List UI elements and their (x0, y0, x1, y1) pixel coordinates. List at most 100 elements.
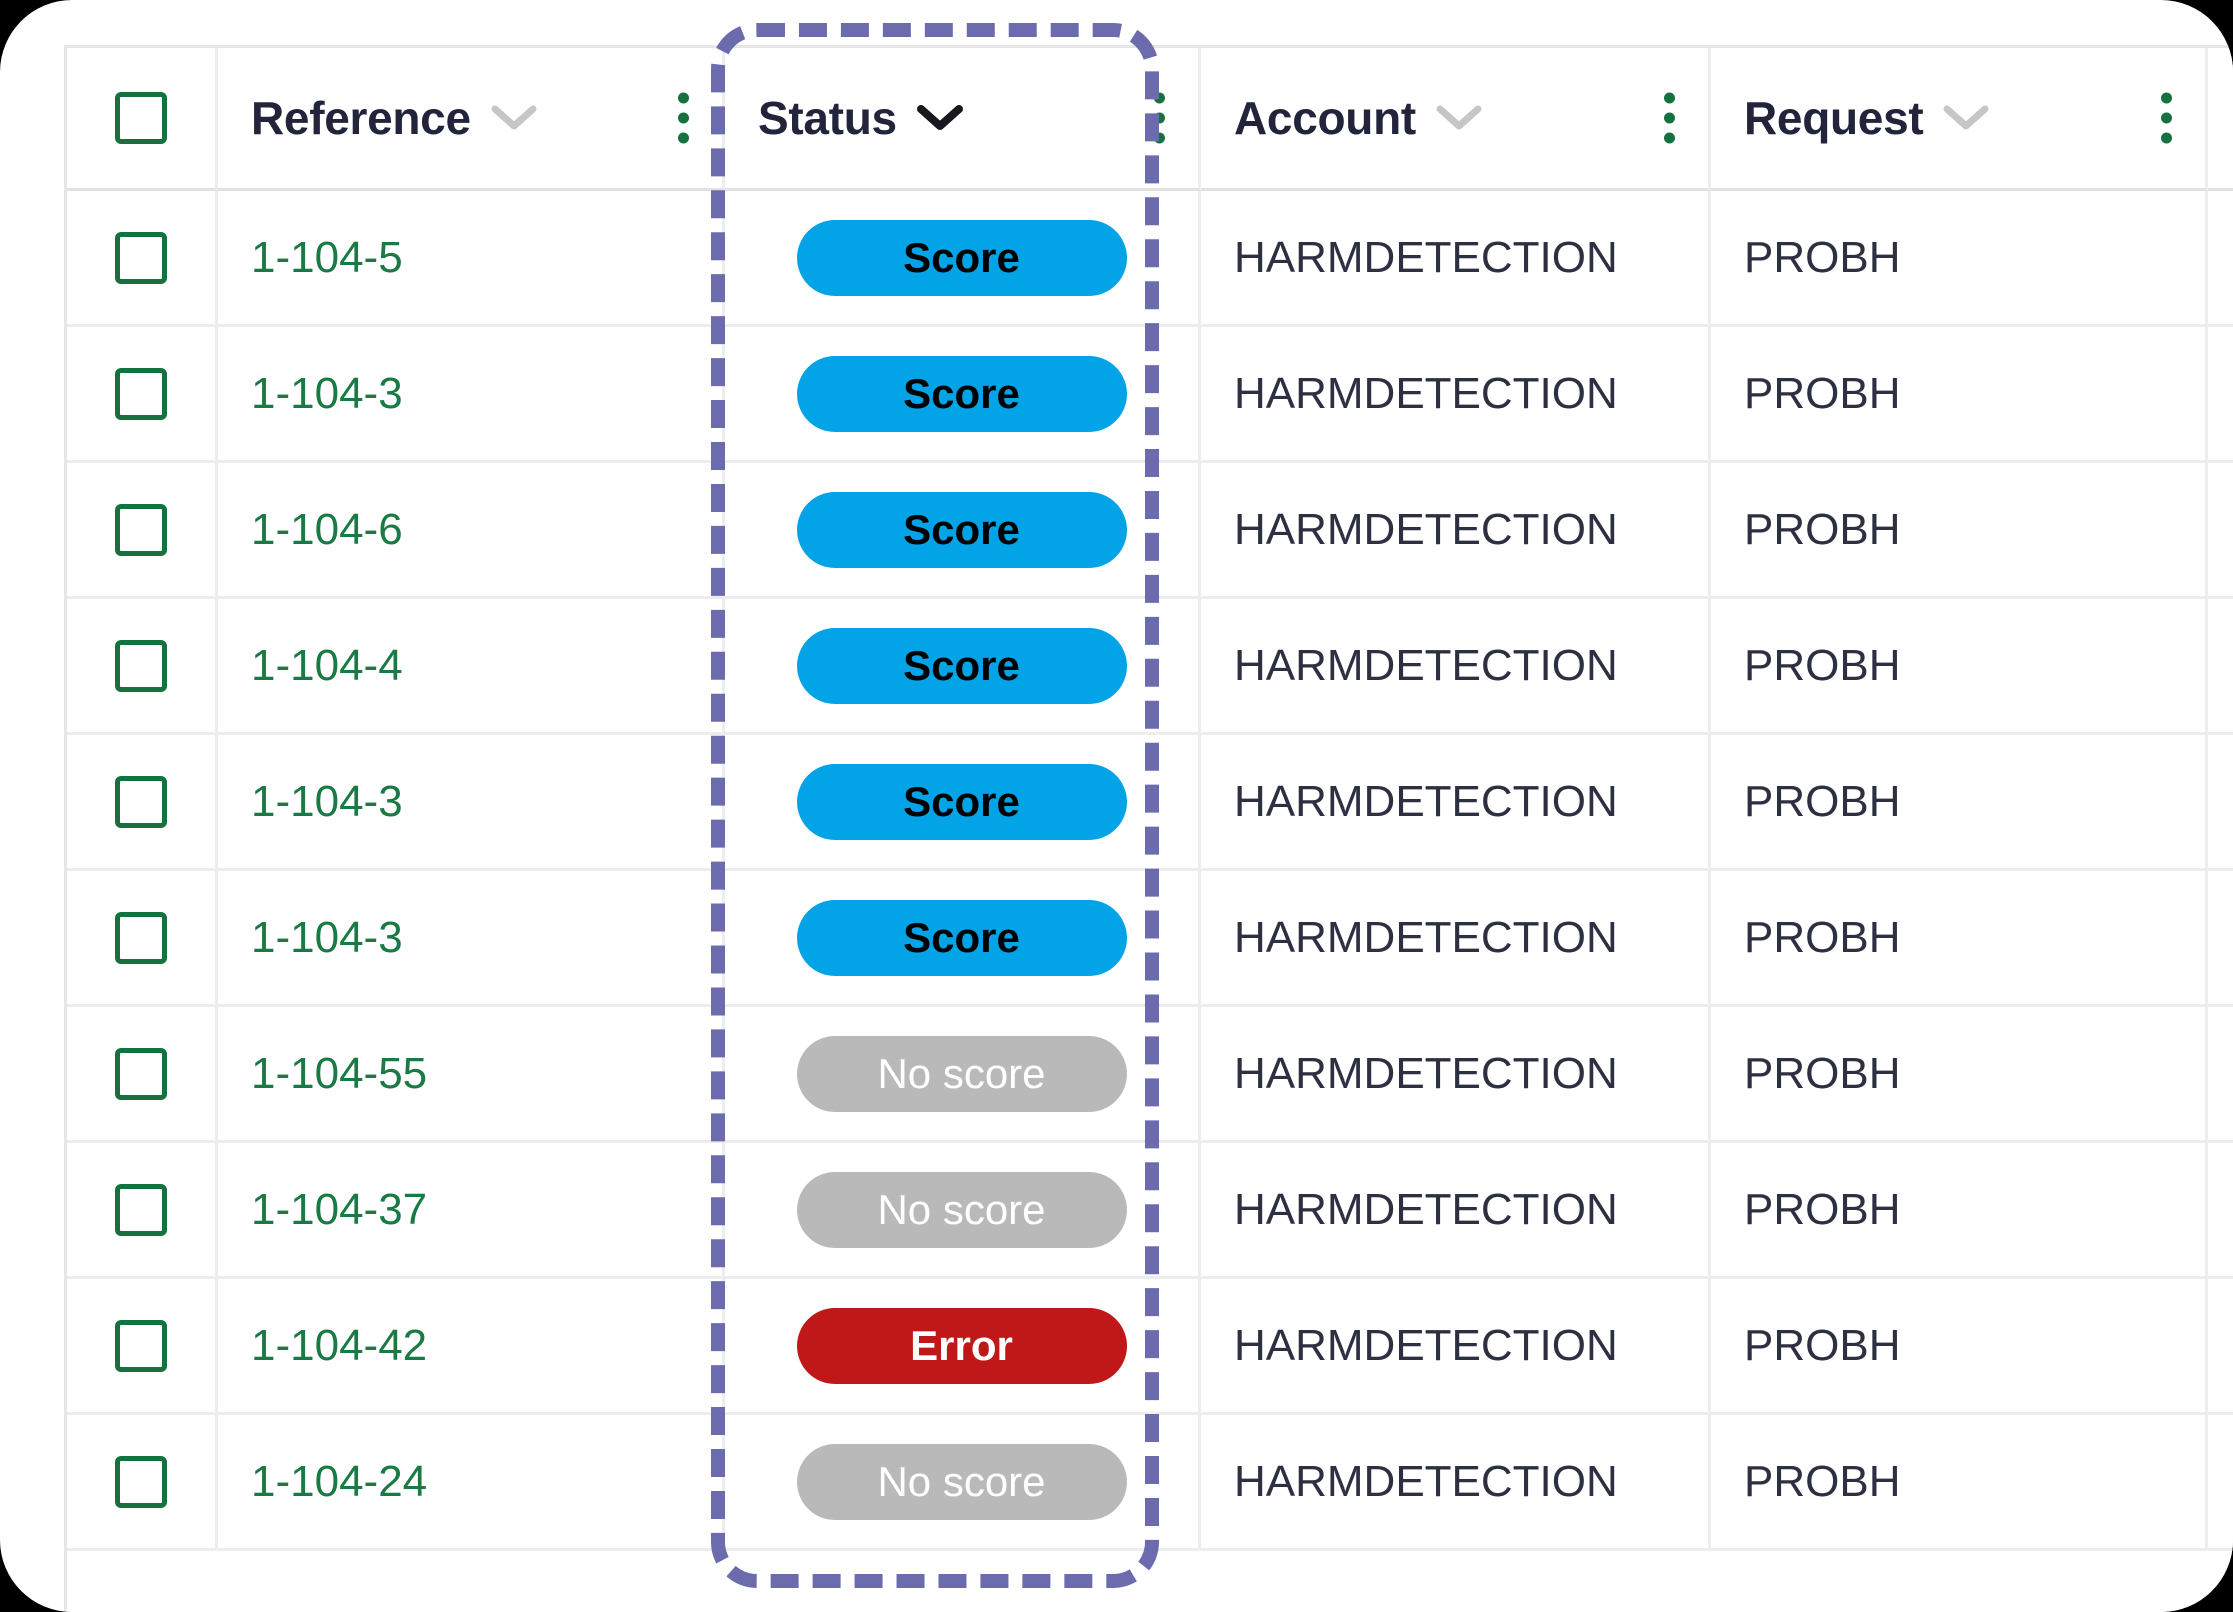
cell-status[interactable]: No score (725, 1007, 1201, 1143)
row-select-checkbox[interactable] (115, 503, 167, 556)
select-all-cell[interactable] (67, 48, 218, 191)
cell-status[interactable]: Score (725, 599, 1201, 735)
row-select-checkbox[interactable] (115, 775, 167, 828)
status-pill-score[interactable]: Score (796, 899, 1127, 976)
reference-link[interactable]: 1-104-5 (251, 232, 403, 282)
status-pill-noscore[interactable]: No score (796, 1035, 1127, 1112)
row-select-cell[interactable] (67, 1279, 218, 1415)
status-pill-score[interactable]: Score (796, 219, 1127, 296)
row-select-checkbox[interactable] (115, 367, 167, 420)
row-select-cell[interactable] (67, 327, 218, 463)
cell-reference[interactable]: 1-104-3 (218, 735, 725, 871)
status-pill-error[interactable]: Error (796, 1307, 1127, 1384)
account-value: HARMDETECTION (1234, 640, 1618, 690)
column-menu-account[interactable] (1664, 92, 1675, 144)
row-select-checkbox[interactable] (115, 911, 167, 964)
reference-link[interactable]: 1-104-3 (251, 912, 403, 962)
cell-status[interactable]: Score (725, 327, 1201, 463)
column-header-reference[interactable]: Reference (218, 48, 725, 191)
cell-request: PROBH (1711, 191, 2208, 327)
cell-status[interactable]: Score (725, 191, 1201, 327)
cell-overflow (2208, 327, 2233, 463)
cell-status[interactable]: Score (725, 871, 1201, 1007)
status-pill-score[interactable]: Score (796, 627, 1127, 704)
row-select-checkbox[interactable] (115, 1455, 167, 1508)
request-value: PROBH (1744, 1456, 1901, 1506)
chevron-down-icon[interactable] (491, 104, 537, 132)
status-pill-score[interactable]: Score (796, 355, 1127, 432)
account-value: HARMDETECTION (1234, 1184, 1618, 1234)
status-pill-score[interactable]: Score (796, 491, 1127, 568)
reference-link[interactable]: 1-104-3 (251, 776, 403, 826)
row-select-cell[interactable] (67, 463, 218, 599)
reference-link[interactable]: 1-104-3 (251, 368, 403, 418)
chevron-down-icon[interactable] (1943, 104, 1989, 132)
cell-reference[interactable]: 1-104-6 (218, 463, 725, 599)
cell-status[interactable]: Error (725, 1279, 1201, 1415)
cell-overflow (2208, 1279, 2233, 1415)
column-header-account[interactable]: Account (1201, 48, 1711, 191)
account-value: HARMDETECTION (1234, 912, 1618, 962)
row-select-checkbox[interactable] (115, 231, 167, 284)
column-header-status[interactable]: Status (725, 48, 1201, 191)
cell-status[interactable]: Score (725, 463, 1201, 599)
chevron-down-icon[interactable] (916, 104, 963, 132)
cell-account: HARMDETECTION (1201, 1279, 1711, 1415)
cell-reference[interactable]: 1-104-4 (218, 599, 725, 735)
cell-status[interactable]: No score (725, 1415, 1201, 1551)
select-all-checkbox[interactable] (115, 92, 167, 144)
reference-link[interactable]: 1-104-24 (251, 1456, 428, 1506)
request-value: PROBH (1744, 776, 1901, 826)
account-value: HARMDETECTION (1234, 1320, 1618, 1370)
cell-reference[interactable]: 1-104-42 (218, 1279, 725, 1415)
column-menu-reference[interactable] (678, 92, 689, 144)
cell-request: PROBH (1711, 735, 2208, 871)
column-menu-request[interactable] (2161, 92, 2172, 144)
reference-link[interactable]: 1-104-42 (251, 1320, 428, 1370)
row-select-cell[interactable] (67, 599, 218, 735)
cell-account: HARMDETECTION (1201, 1007, 1711, 1143)
row-select-checkbox[interactable] (115, 1047, 167, 1100)
reference-link[interactable]: 1-104-6 (251, 504, 403, 554)
status-pill-noscore[interactable]: No score (796, 1171, 1127, 1248)
status-pill-noscore[interactable]: No score (796, 1443, 1127, 1520)
cell-request: PROBH (1711, 327, 2208, 463)
row-select-cell[interactable] (67, 191, 218, 327)
row-select-checkbox[interactable] (115, 1183, 167, 1236)
row-select-checkbox[interactable] (115, 639, 167, 692)
cell-reference[interactable]: 1-104-55 (218, 1007, 725, 1143)
status-pill-score[interactable]: Score (796, 763, 1127, 840)
column-menu-status[interactable] (1154, 92, 1165, 144)
row-select-cell[interactable] (67, 1143, 218, 1279)
cell-reference[interactable]: 1-104-3 (218, 871, 725, 1007)
cell-status[interactable]: Score (725, 735, 1201, 871)
reference-link[interactable]: 1-104-4 (251, 640, 403, 690)
cell-reference[interactable]: 1-104-24 (218, 1415, 725, 1551)
reference-link[interactable]: 1-104-37 (251, 1184, 428, 1234)
row-select-cell[interactable] (67, 1007, 218, 1143)
cell-reference[interactable]: 1-104-37 (218, 1143, 725, 1279)
cell-status[interactable]: No score (725, 1143, 1201, 1279)
column-header-reference-label: Reference (251, 92, 471, 144)
column-header-request[interactable]: Request (1711, 48, 2208, 191)
chevron-down-icon[interactable] (1436, 104, 1482, 132)
row-select-cell[interactable] (67, 1415, 218, 1551)
cell-reference[interactable]: 1-104-3 (218, 327, 725, 463)
row-select-cell[interactable] (67, 871, 218, 1007)
reference-link[interactable]: 1-104-55 (251, 1048, 428, 1098)
cell-reference[interactable]: 1-104-5 (218, 191, 725, 327)
account-value: HARMDETECTION (1234, 1048, 1618, 1098)
row-select-checkbox[interactable] (115, 1319, 167, 1372)
row-select-cell[interactable] (67, 735, 218, 871)
